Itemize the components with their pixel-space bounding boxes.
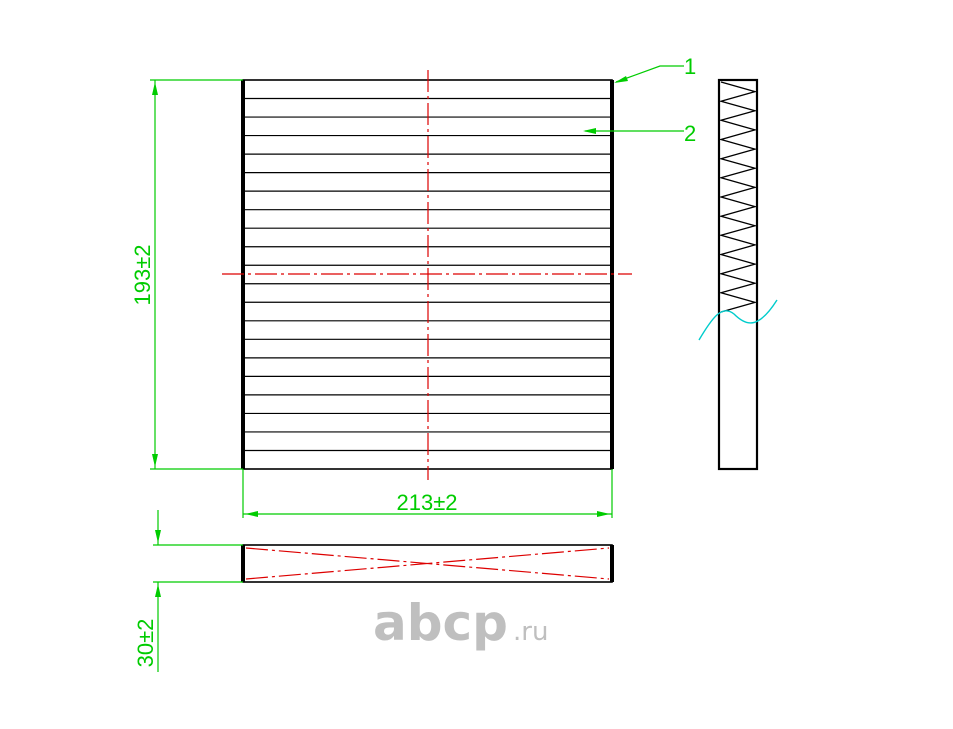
- height-dimension: [150, 79, 243, 470]
- thickness-dimension-label: 30±2: [133, 619, 158, 668]
- arrow-head: [597, 511, 610, 517]
- watermark-tld: .ru: [513, 617, 548, 647]
- diagonal-centerline: [245, 547, 610, 580]
- side-frame-outline: [717, 78, 759, 471]
- width-dimension: [242, 469, 613, 518]
- abcp-watermark-logo: abcp .ru: [373, 594, 548, 652]
- arrow-head: [583, 128, 596, 134]
- width-dimension-label: 213±2: [396, 490, 457, 515]
- top-view: [241, 544, 614, 583]
- height-dimension-label: 193±2: [130, 244, 155, 305]
- arrow-head: [614, 76, 628, 83]
- arrow-head: [152, 454, 158, 467]
- arrow-head: [152, 82, 158, 95]
- front-view: [222, 70, 632, 480]
- break-line: [698, 299, 778, 341]
- arrow-head: [245, 511, 258, 517]
- callout-2-label: 2: [684, 121, 696, 146]
- thickness-dimension: [153, 510, 243, 672]
- pleat-zigzag: [718, 81, 758, 313]
- arrow-head: [155, 584, 161, 597]
- arrow-head: [155, 530, 161, 543]
- side-section-view: [698, 78, 778, 471]
- callout-leaders: [583, 65, 684, 134]
- watermark-brand: abcp: [373, 594, 508, 652]
- callout-1-label: 1: [684, 54, 696, 79]
